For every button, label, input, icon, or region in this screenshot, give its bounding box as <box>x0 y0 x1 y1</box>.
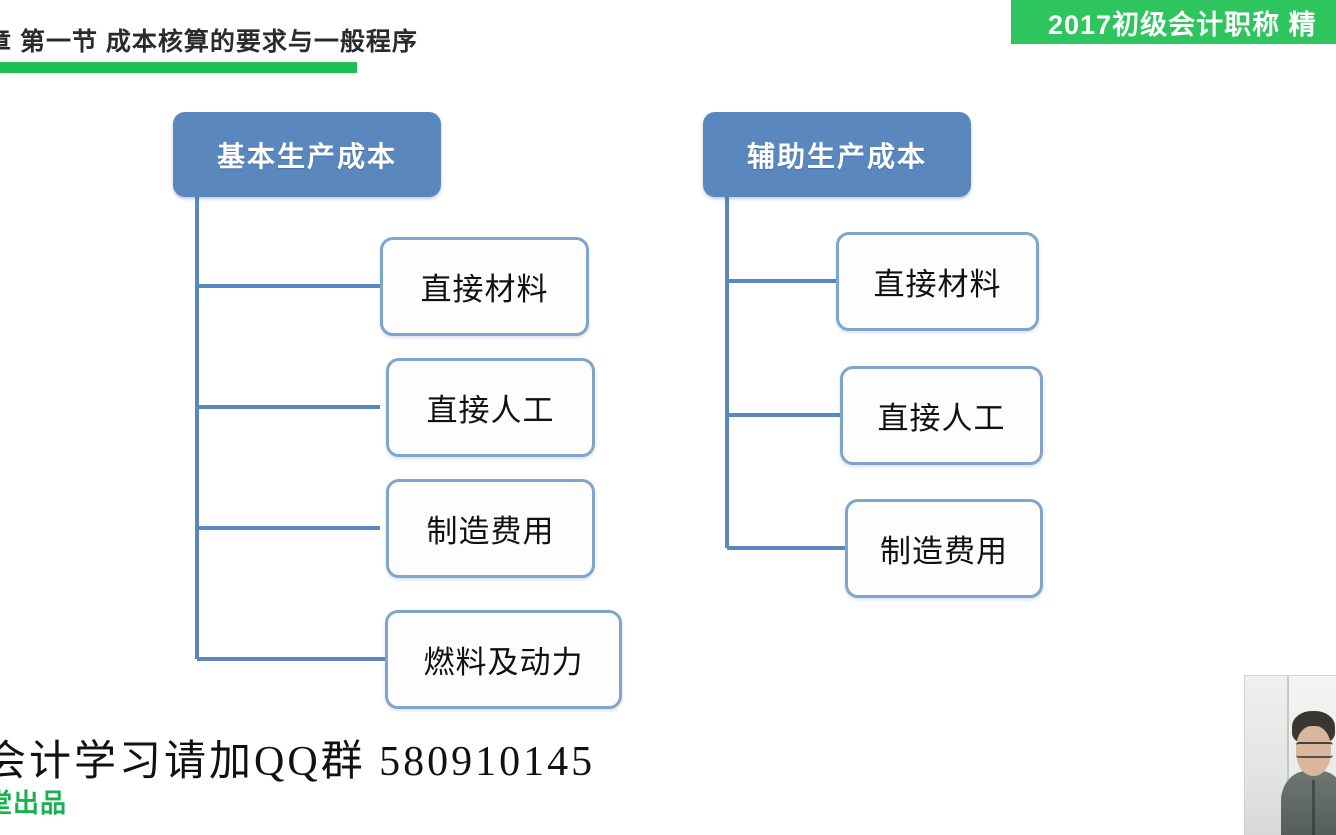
course-badge: 2017初级会计职称 精 <box>1011 0 1336 44</box>
node-label: 制造费用 <box>880 534 1008 569</box>
node-child-left-fuel-and-power[interactable]: 燃料及动力 <box>385 610 622 709</box>
node-label: 制造费用 <box>426 514 555 549</box>
node-child-right-direct-labor[interactable]: 直接人工 <box>840 366 1043 465</box>
node-child-right-direct-materials[interactable]: 直接材料 <box>836 232 1039 331</box>
node-label: 燃料及动力 <box>423 645 584 680</box>
page-title: 章 第一节 成本核算的要求与一般程序 <box>0 28 418 56</box>
node-child-left-direct-labor[interactable]: 直接人工 <box>386 358 595 457</box>
node-child-right-manufacturing-overhead[interactable]: 制造费用 <box>845 499 1043 598</box>
node-label: 直接人工 <box>877 401 1006 436</box>
node-label: 直接材料 <box>420 272 549 307</box>
presenter-shirt-placket <box>1311 779 1315 835</box>
glasses-icon <box>1295 742 1334 758</box>
node-root-auxiliary-production-cost[interactable]: 辅助生产成本 <box>703 112 971 197</box>
webcam-background-left <box>1245 676 1288 835</box>
course-badge-label: 2017初级会计职称 精 <box>1048 9 1317 40</box>
presenter-figure <box>1280 711 1336 835</box>
presenter-face <box>1295 726 1332 777</box>
webcam-wall-edge <box>1287 676 1290 835</box>
node-label: 基本生产成本 <box>216 140 397 172</box>
watermark-qq-group: 会计学习请加QQ群 580910145 <box>0 739 596 785</box>
node-child-left-direct-materials[interactable]: 直接材料 <box>380 237 589 336</box>
presenter-torso <box>1280 771 1336 835</box>
watermark-brand: 堂出品 <box>0 788 68 818</box>
node-root-basic-production-cost[interactable]: 基本生产成本 <box>173 112 441 197</box>
presenter-webcam-overlay[interactable] <box>1244 675 1336 835</box>
node-label: 直接人工 <box>426 393 555 428</box>
node-label: 直接材料 <box>873 267 1002 302</box>
node-label: 辅助生产成本 <box>746 140 927 172</box>
node-child-left-manufacturing-overhead[interactable]: 制造费用 <box>386 479 595 578</box>
title-underline-bar <box>0 62 357 73</box>
